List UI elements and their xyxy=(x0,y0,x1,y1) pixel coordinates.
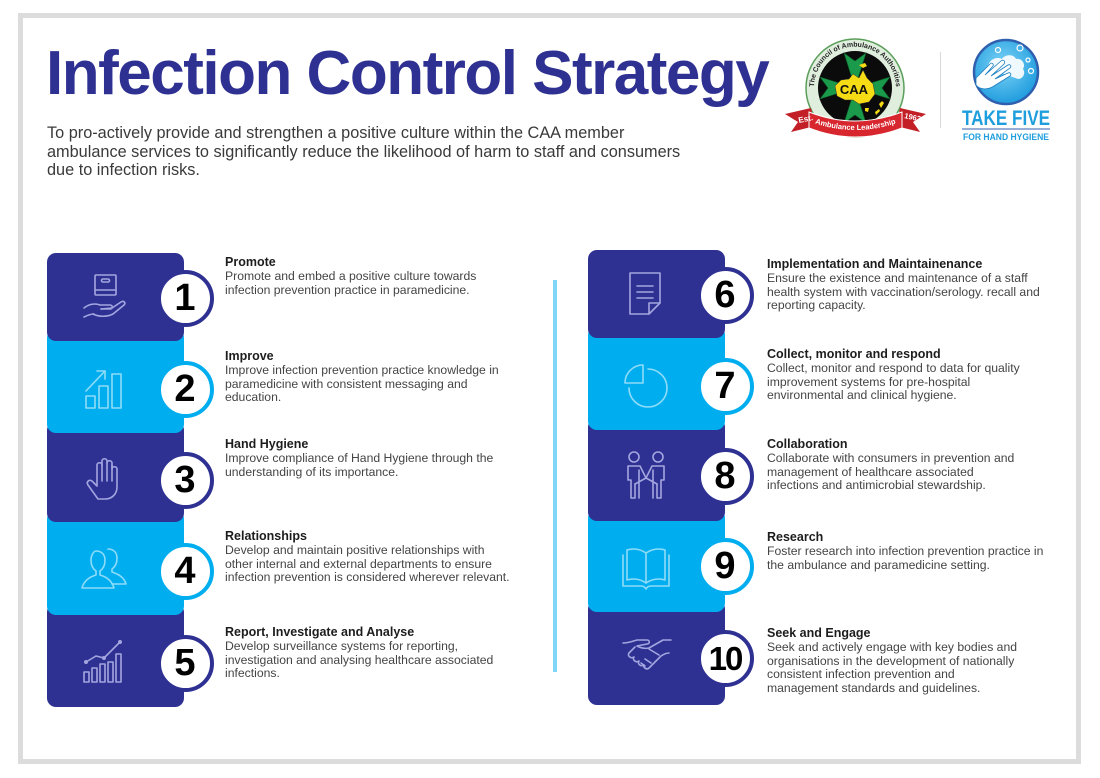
step-number-badge: 7 xyxy=(696,357,754,415)
strategy-item-5: Report, Investigate and Analyse Develop … xyxy=(225,625,493,681)
logo-divider xyxy=(940,52,941,128)
people-holding-hands-icon xyxy=(619,448,673,502)
take-five-title: TAKE FIVE xyxy=(962,107,1050,130)
intro-paragraph: To pro-actively provide and strengthen a… xyxy=(47,124,680,180)
item-title: Hand Hygiene xyxy=(225,437,309,451)
item-description-line: Promote and embed a positive culture tow… xyxy=(225,269,477,283)
intro-line: To pro-actively provide and strengthen a… xyxy=(47,124,625,142)
hand-icon xyxy=(78,451,132,505)
item-description-line: reporting capacity. xyxy=(767,298,866,313)
page-frame xyxy=(18,13,1081,764)
item-description-line: investigation and analysing healthcare a… xyxy=(225,652,494,667)
item-description-line: Develop and maintain positive relationsh… xyxy=(225,543,485,557)
step-number-badge: 8 xyxy=(696,447,754,505)
item-description-line: improvement systems for pre-hospital xyxy=(767,374,971,389)
strategy-item-3: Hand Hygiene Improve compliance of Hand … xyxy=(225,437,493,479)
take-five-subtitle: FOR HAND HYGIENE xyxy=(963,132,1049,142)
open-book-icon xyxy=(619,539,673,593)
step-number-badge: 10 xyxy=(696,629,754,687)
note-document-icon xyxy=(619,267,673,321)
caa-logo: The Council of Ambulance Authorities CAA… xyxy=(785,38,926,138)
item-description-line: organisations in the development of nati… xyxy=(767,653,1015,668)
box-in-hand-icon xyxy=(78,270,132,324)
people-icon xyxy=(78,541,132,595)
step-number-badge: 1 xyxy=(156,269,214,327)
item-description-line: management of healthcare associated xyxy=(767,464,974,479)
strategy-item-10: Seek and Engage Seek and actively engage… xyxy=(767,626,1017,696)
item-description-line: Seek and actively engage with key bodies… xyxy=(767,640,1018,654)
handshake-icon xyxy=(619,629,673,683)
item-description-line: health system with vaccination/serology.… xyxy=(767,284,1040,299)
item-description-line: Foster research into infection preventio… xyxy=(767,544,1044,558)
item-description-line: Develop surveillance systems for reporti… xyxy=(225,639,459,653)
step-number-badge: 9 xyxy=(696,537,754,595)
column-divider xyxy=(553,280,557,672)
caa-banner-right: 1962 xyxy=(904,111,922,123)
item-description-line: the ambulance and paramedicine setting. xyxy=(767,557,990,572)
strategy-item-9: Research Foster research into infection … xyxy=(767,530,1043,572)
item-title: Collaboration xyxy=(767,437,848,451)
strategy-item-7: Collect, monitor and respond Collect, mo… xyxy=(767,347,1020,403)
item-title: Relationships xyxy=(225,529,307,543)
item-description-line: understanding of its importance. xyxy=(225,464,399,479)
take-five-logo: TAKE FIVE FOR HAND HYGIENE xyxy=(962,38,1050,142)
strategy-item-1: Promote Promote and embed a positive cul… xyxy=(225,255,476,297)
item-description-line: management standards and guidelines. xyxy=(767,681,981,696)
strategy-item-4: Relationships Develop and maintain posit… xyxy=(225,529,510,585)
strategy-item-2: Improve Improve infection prevention pra… xyxy=(225,349,499,405)
item-description-line: Collect, monitor and respond to data for… xyxy=(767,361,1020,375)
item-title: Collect, monitor and respond xyxy=(767,347,941,361)
item-title: Promote xyxy=(225,255,276,269)
step-number-badge: 3 xyxy=(156,451,214,509)
item-description-line: consistent infection prevention and xyxy=(767,667,955,682)
step-number-badge: 2 xyxy=(156,360,214,418)
growth-chart-icon xyxy=(78,360,132,414)
pie-chart-icon xyxy=(619,357,673,411)
step-number-badge: 5 xyxy=(156,634,214,692)
strategy-item-8: Collaboration Collaborate with consumers… xyxy=(767,437,1014,493)
item-title: Implementation and Maintainenance xyxy=(767,257,983,271)
item-description-line: infection prevention practice in paramed… xyxy=(225,282,470,297)
item-title: Seek and Engage xyxy=(767,626,871,640)
item-description-line: other internal and external departments … xyxy=(225,556,492,571)
step-number-badge: 4 xyxy=(156,542,214,600)
intro-line: ambulance services to significantly redu… xyxy=(47,142,681,161)
intro-line: due to infection risks. xyxy=(47,161,200,179)
page-title: Infection Control Strategy xyxy=(46,39,770,108)
item-description-line: paramedicine with consistent messaging a… xyxy=(225,376,468,391)
caa-center-text: CAA xyxy=(840,82,869,97)
item-description-line: Improve compliance of Hand Hygiene throu… xyxy=(225,451,494,465)
item-description-line: Ensure the existence and maintenance of … xyxy=(767,271,1028,285)
item-description-line: education. xyxy=(225,390,282,405)
item-title: Research xyxy=(767,530,824,544)
strategy-item-6: Implementation and Maintainenance Ensure… xyxy=(767,257,1040,313)
item-description-line: infections. xyxy=(225,666,280,681)
analytics-chart-icon xyxy=(78,634,132,688)
hand-washing-icon xyxy=(975,59,1012,90)
item-description-line: infection prevention is considered where… xyxy=(225,570,510,585)
caa-banner-left: Est. xyxy=(798,113,814,125)
item-title: Report, Investigate and Analyse xyxy=(225,625,415,639)
item-description-line: environmental and clinical hygiene. xyxy=(767,388,957,403)
item-description-line: infections and antimicrobial stewardship… xyxy=(767,478,986,493)
item-description-line: Improve infection prevention practice kn… xyxy=(225,363,499,377)
australia-map-icon xyxy=(834,69,876,105)
item-description-line: Collaborate with consumers in prevention… xyxy=(767,451,1015,465)
item-title: Improve xyxy=(225,349,274,363)
step-number-badge: 6 xyxy=(696,266,754,324)
